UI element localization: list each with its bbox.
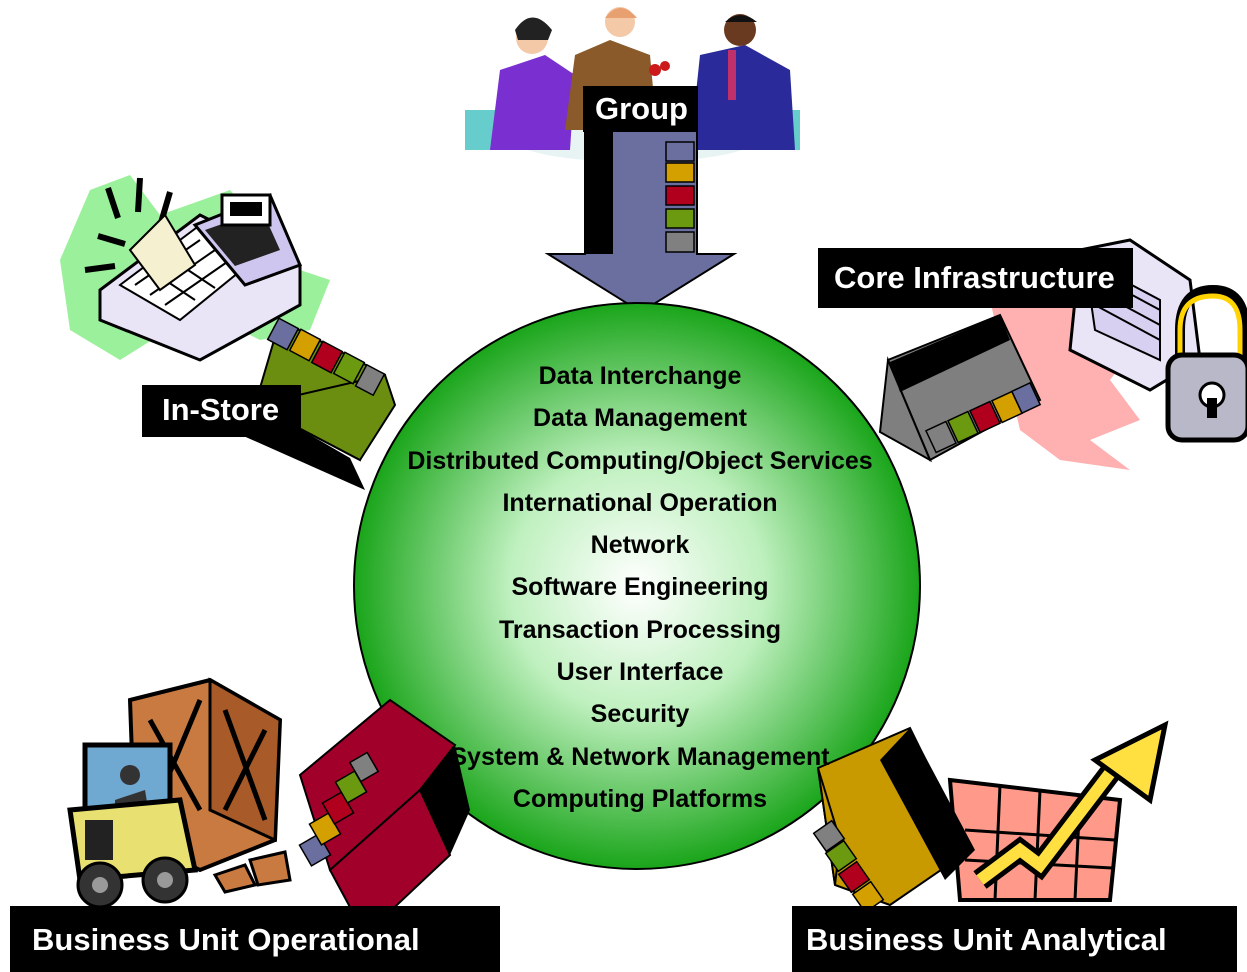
hub-item: Distributed Computing/Object Services: [407, 446, 873, 475]
hub-item: Data Interchange: [538, 362, 742, 390]
hub-item: Computing Platforms: [512, 784, 768, 813]
hub-item: Security: [590, 700, 690, 729]
cash-register-illustration: [60, 175, 330, 362]
forklift-illustration: [67, 677, 292, 909]
hub-item: Data Management: [533, 404, 747, 433]
core-infrastructure-label: Core Infrastructure: [818, 248, 1133, 308]
business-unit-operational-arrow: [298, 698, 470, 937]
hub-item: Network: [590, 531, 690, 560]
hub-item: User Interface: [556, 658, 724, 687]
business-unit-analytical-arrow: [812, 726, 975, 914]
growth-chart-illustration: [947, 720, 1169, 902]
group-label: Group: [583, 86, 698, 132]
hub-item: Transaction Processing: [498, 615, 782, 644]
hub-service-list: Data Interchange Data Management Distrib…: [380, 355, 900, 820]
group-arrow: [544, 129, 738, 314]
hub-circle: [353, 302, 921, 870]
hub-item: International Operation: [502, 488, 778, 517]
hub-item: System & Network Management: [450, 742, 830, 771]
in-store-label: In-Store: [142, 385, 302, 437]
hub-item: Software Engineering: [511, 573, 769, 602]
business-unit-operational-label: Business Unit Operational: [10, 906, 500, 972]
core-infrastructure-arrow: [878, 313, 1042, 463]
business-unit-analytical-label: Business Unit Analytical: [792, 906, 1237, 972]
